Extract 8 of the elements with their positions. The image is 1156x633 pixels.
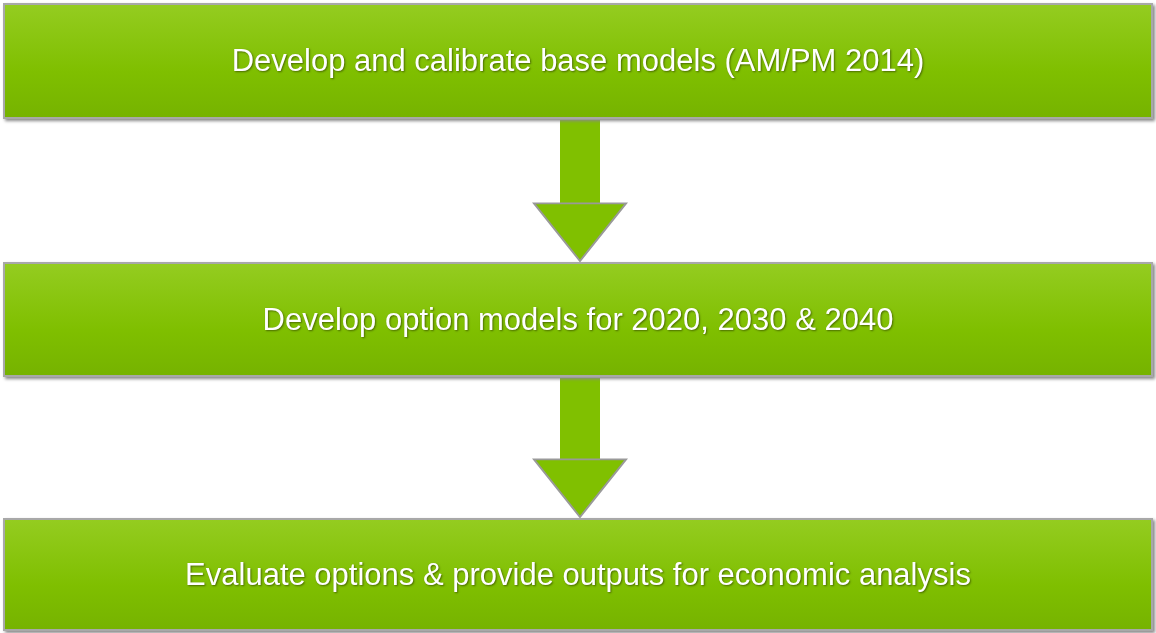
process-box	[3, 262, 1153, 377]
block-arrow	[532, 120, 628, 262]
process-box	[3, 518, 1153, 631]
step-text: Develop and calibrate base models (AM/PM 2014)	[231, 43, 925, 79]
step-text: Develop option models for 2020, 2030 & 2040	[262, 301, 894, 338]
step-text: Evaluate options & provide outputs for economic analysis	[185, 556, 971, 593]
process-box	[3, 3, 1153, 119]
block-arrow	[532, 378, 628, 518]
